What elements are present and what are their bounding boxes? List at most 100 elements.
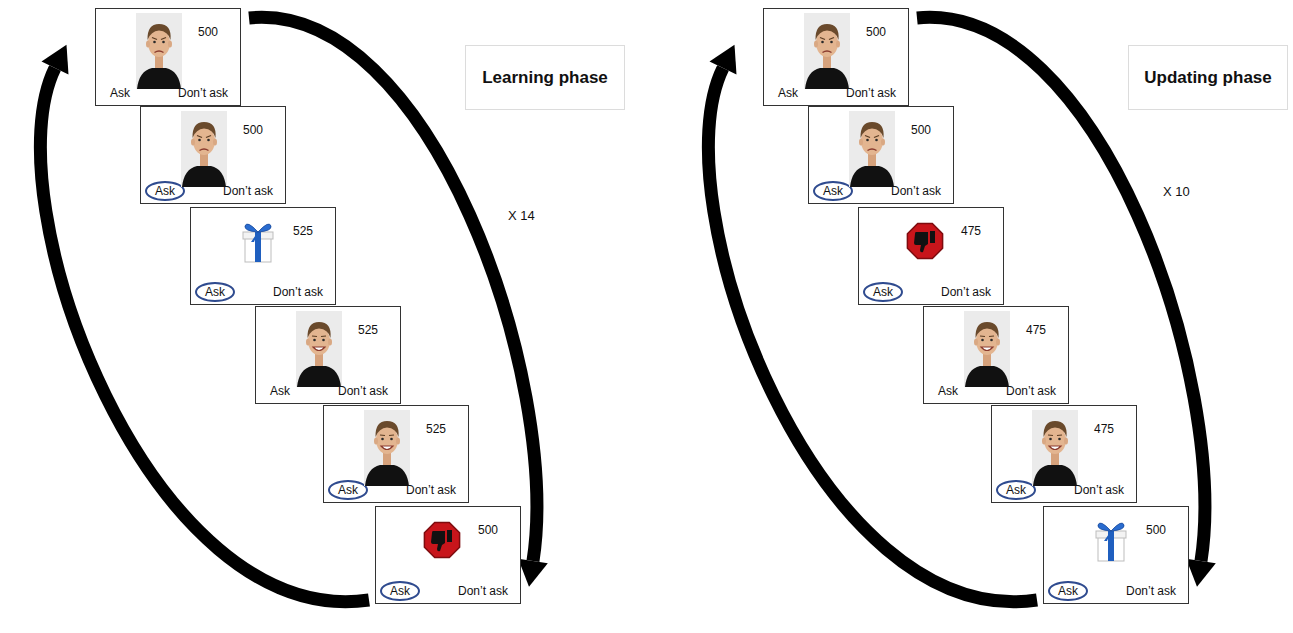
face-photo-part <box>981 339 984 342</box>
choice-ring-ellipse <box>329 481 367 499</box>
face-photo-part <box>1049 446 1061 450</box>
face-photo-part <box>155 55 163 70</box>
dont-ask-option: Don’t ask <box>406 483 456 497</box>
points-counter: 500 <box>243 123 263 137</box>
thumbs-down-stop-icon-part <box>930 231 935 243</box>
dont-ask-option: Don’t ask <box>223 184 273 198</box>
face-photo-part <box>152 38 157 40</box>
screen-frame: 525AskDon’t ask <box>323 405 469 503</box>
face-photo-part <box>850 166 894 187</box>
face-photo-part <box>306 339 310 346</box>
phase-title-box: Updating phase <box>1128 45 1288 110</box>
ask-option: Ask <box>155 184 175 198</box>
face-photo-part <box>821 41 824 44</box>
gift-icon-part <box>1098 523 1111 531</box>
face-photo-part <box>859 139 863 146</box>
face-photo-part <box>313 339 316 342</box>
face-photo-part <box>374 438 378 445</box>
face-photo-part <box>989 335 994 337</box>
gift-icon-part <box>1111 523 1124 531</box>
face-photo-part <box>990 339 993 342</box>
face-photo-part <box>829 38 834 40</box>
ask-option: Ask <box>205 285 225 299</box>
points-counter: 475 <box>961 224 981 238</box>
face-photo-part <box>983 353 991 368</box>
face-photo-part <box>137 68 181 89</box>
face-photo-part <box>136 13 182 89</box>
face-photo-part <box>1033 465 1077 486</box>
points-counter: 500 <box>866 25 886 39</box>
face-photo-part <box>804 13 850 89</box>
screen-frame: 500AskDon’t ask <box>1043 506 1189 604</box>
face-photo-part <box>155 51 164 53</box>
face-photo-part <box>1042 438 1046 445</box>
face-photo-part <box>823 55 831 70</box>
ask-option: Ask <box>1006 483 1026 497</box>
face-photo-part <box>207 139 210 142</box>
face-photo-part <box>1048 434 1053 436</box>
face-photo-part <box>213 139 217 146</box>
points-counter: 475 <box>1026 323 1046 337</box>
dont-ask-option: Don’t ask <box>458 584 508 598</box>
face-photo <box>296 311 342 387</box>
points-counter: 500 <box>1146 523 1166 537</box>
cycle-arrow <box>708 45 1037 602</box>
face-photo-part <box>322 339 325 342</box>
repetition-count: X 14 <box>506 208 537 224</box>
face-photo-part <box>868 149 877 151</box>
screen-frame: 500AskDon’t ask <box>95 8 241 106</box>
face-photo-part <box>162 41 165 44</box>
face-photo-part <box>830 41 833 44</box>
cycle-arrow-shaft <box>708 68 1037 602</box>
face-photo-part <box>198 139 201 142</box>
cycle-arrow-head <box>710 45 737 75</box>
dont-ask-option: Don’t ask <box>273 285 323 299</box>
dont-ask-option: Don’t ask <box>338 384 388 398</box>
face-photo-part <box>192 122 215 138</box>
dont-ask-option: Don’t ask <box>846 86 896 100</box>
face-photo-part <box>1051 452 1059 467</box>
screen-frame: 500AskDon’t ask <box>763 8 909 106</box>
ask-option: Ask <box>823 184 843 198</box>
face-photo-part <box>168 41 172 48</box>
face-photo <box>181 111 227 187</box>
screen-frame: 500AskDon’t ask <box>808 106 954 204</box>
thumbs-down-stop-icon-part <box>907 223 942 258</box>
face-photo-part <box>296 311 342 387</box>
face-photo-part <box>200 153 208 168</box>
screen-frame: 475AskDon’t ask <box>858 207 1004 305</box>
face-photo-part <box>1057 434 1062 436</box>
face-photo-part <box>805 68 849 89</box>
gift-icon-part <box>251 232 258 242</box>
ask-option: Ask <box>270 384 290 398</box>
face-photo <box>964 311 1010 387</box>
face-photo-part <box>307 322 330 338</box>
face-photo-part <box>1064 438 1068 445</box>
face-photo-part <box>364 410 410 486</box>
face-photo-part <box>836 41 840 48</box>
face-photo <box>1032 410 1078 486</box>
face-photo-part <box>860 122 883 138</box>
gift-icon-part <box>245 224 258 232</box>
face-photo-part <box>964 311 1010 387</box>
face-photo <box>804 13 850 89</box>
face-photo-part <box>974 339 978 346</box>
ask-option: Ask <box>110 86 130 100</box>
face-photo-part <box>389 434 394 436</box>
thumbs-down-stop-icon-part <box>424 522 459 557</box>
thumbs-down-stop-icon-part <box>914 232 928 252</box>
face-photo-part <box>1058 438 1061 441</box>
face-photo-part <box>383 452 391 467</box>
thumbs-down-stop-icon-part <box>431 531 445 551</box>
face-photo-part <box>396 438 400 445</box>
face-photo-part <box>146 41 150 48</box>
face-photo-part <box>865 136 870 138</box>
face-photo-part <box>980 335 985 337</box>
screen-frame: 525AskDon’t ask <box>255 306 401 404</box>
face-photo-part <box>206 136 211 138</box>
face-photo-part <box>153 41 156 44</box>
cycle-arrow-head <box>42 45 69 75</box>
face-photo-part <box>820 38 825 40</box>
